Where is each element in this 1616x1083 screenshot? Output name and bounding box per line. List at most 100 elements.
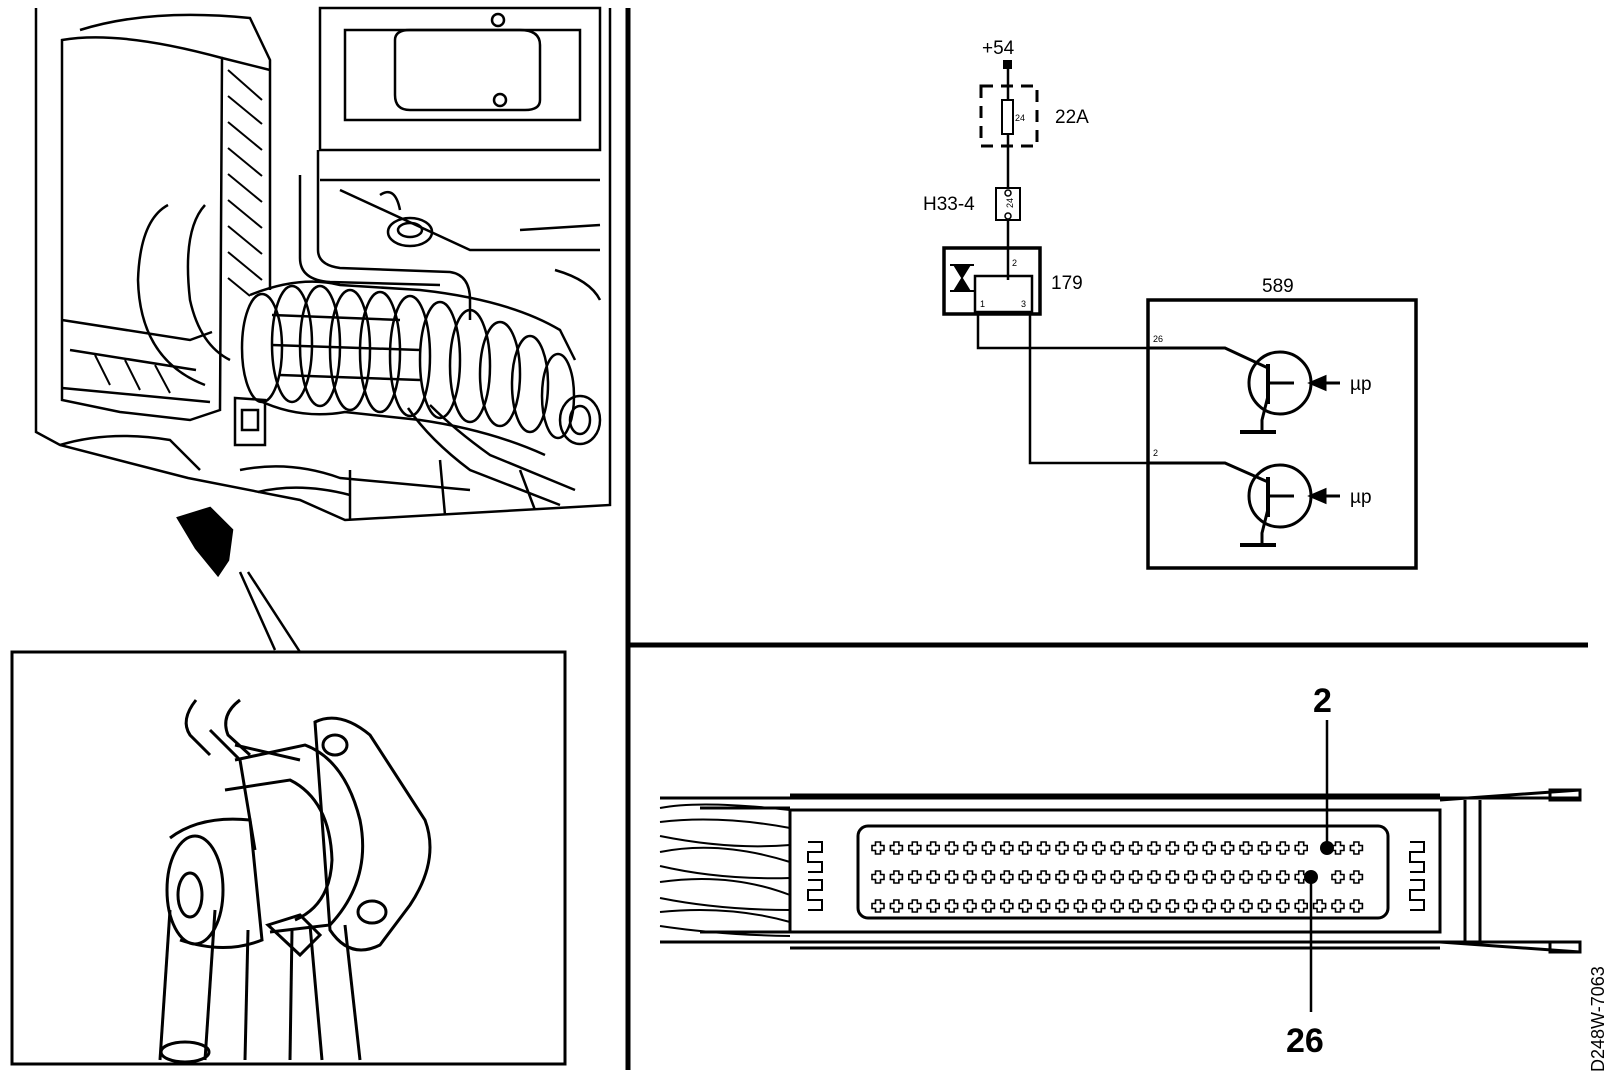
connector-pin-cavity: [1000, 870, 1014, 884]
connector-pin-cavity: [1000, 841, 1014, 855]
fuse-number: 24: [1015, 113, 1025, 123]
connector-pin-cavity: [1055, 841, 1069, 855]
connector-pin-cavity: [1294, 899, 1308, 913]
driver-1-label: µp: [1350, 374, 1372, 395]
connector-pin-cavity: [981, 899, 996, 913]
connector-pin-cavity: [889, 841, 904, 855]
connector-pin-cavity: [1312, 899, 1327, 913]
connector-pin-cavity: [1220, 841, 1235, 855]
connector-pin-cavity: [908, 870, 922, 884]
connector-pin-cavity: [1184, 870, 1198, 884]
connector-pin-cavity: [1110, 841, 1124, 855]
connector-pin-cavity: [926, 899, 940, 913]
hourglass-icon: [952, 264, 972, 292]
connector-pin-cavity: [1018, 870, 1032, 884]
connector-pin-cavity: [1128, 841, 1143, 855]
ecu-label: 589: [1262, 276, 1294, 297]
wire-bundle: [659, 803, 791, 937]
fuse-box: [979, 84, 1039, 148]
connector-pin-cavity: [1128, 899, 1143, 913]
connector-pin-cavity: [963, 899, 977, 913]
connector-pin-cavity: [1239, 870, 1253, 884]
ecu-pin-2: 2: [1153, 448, 1158, 458]
connector-pin-cavity: [944, 870, 959, 884]
connector-pin-cavity: [1257, 870, 1272, 884]
signal-wires: [976, 312, 1148, 465]
figure-code: D248W-7063: [1588, 966, 1608, 1072]
connector-pin-cavity: [963, 870, 977, 884]
relay-pin-3: 3: [1021, 299, 1026, 309]
connector-pin-cavity: [1036, 841, 1051, 855]
connector-pin-cavity: [889, 870, 904, 884]
connector-pin-cavity: [1184, 841, 1198, 855]
panel-dividers: [625, 8, 1588, 1070]
connector-pin-cavity: [1331, 899, 1345, 913]
intake-hose: [240, 280, 577, 457]
ecu-589-box: [1146, 298, 1418, 570]
connector-pin-cavity: [1110, 870, 1124, 884]
connector-pin-cavity: [926, 870, 940, 884]
pin-2-marker: [1320, 841, 1334, 855]
fuse-symbol: [1001, 99, 1014, 135]
ecu-connector-illustration: [659, 788, 1582, 954]
connector-pin-cavity: [1257, 899, 1272, 913]
pin-grid: [871, 841, 1364, 913]
connector-pin-cavity: [1220, 870, 1235, 884]
connector-pin-cavity: [1349, 870, 1364, 884]
connector-pin-cavity: [1202, 870, 1216, 884]
connector-pin-cavity: [1073, 899, 1088, 913]
connector-pin-cavity: [908, 899, 922, 913]
connector-pin-cavity: [1257, 841, 1272, 855]
connector-pin-cavity: [1092, 870, 1106, 884]
connector-pin-cavity: [1202, 899, 1216, 913]
connector-pin-cavity: [871, 899, 885, 913]
connector-pin-cavity: [1147, 841, 1161, 855]
connector-pin-cavity: [1073, 870, 1088, 884]
pin-26-marker: [1304, 870, 1318, 884]
connector-pin-cavity: [1092, 841, 1106, 855]
connector-pin: 24: [1005, 198, 1015, 208]
connector-pin-cavity: [1147, 899, 1161, 913]
connector-pin-cavity: [1294, 870, 1308, 884]
connector-pin-cavity: [981, 841, 996, 855]
connector-pin-cavity: [926, 841, 940, 855]
relay-pin-1: 1: [980, 299, 985, 309]
connector-pin-cavity: [1055, 899, 1069, 913]
relay-label: 179: [1051, 273, 1083, 294]
pin-top-label: 2: [1313, 682, 1332, 720]
connector-pin-cavity: [1073, 841, 1088, 855]
connector-pin-cavity: [1055, 870, 1069, 884]
connector-pin-cavity: [944, 899, 959, 913]
supply-terminal: [1003, 60, 1012, 69]
connector-pin-cavity: [1331, 870, 1345, 884]
connector-housing: [788, 808, 1442, 934]
connector-pin-cavity: [1128, 870, 1143, 884]
connector-pin-cavity: [1000, 899, 1014, 913]
connector-pin-cavity: [981, 870, 996, 884]
connector-pin-cavity: [908, 841, 922, 855]
connector-pin-cavity: [1147, 870, 1161, 884]
connector-pin-cavity: [1165, 870, 1180, 884]
connector-pin-cavity: [1165, 841, 1180, 855]
driver-2-label: µp: [1350, 487, 1372, 508]
relay-pin-2: 2: [1012, 258, 1017, 268]
engine-bay-illustration: [34, 6, 612, 522]
driver-transistor-1: [1148, 346, 1340, 434]
ecu-pin-26: 26: [1153, 334, 1163, 344]
driver-transistor-2: [1148, 461, 1340, 547]
connector-pin-cavity: [1349, 841, 1364, 855]
connector-pin-cavity: [1184, 899, 1198, 913]
fuse-rating: 22A: [1055, 107, 1089, 128]
relay-coil: [973, 274, 1034, 314]
wiring-schematic: +54 24 22A H33-4 24 2 1 3 179 589 26: [923, 38, 1418, 570]
sensor-detail-inset: [10, 650, 567, 1066]
connector-pin-cavity: [1202, 841, 1216, 855]
connector-pin-cavity: [1036, 899, 1051, 913]
connector-pin-cavity: [1276, 841, 1290, 855]
connector-pin-cavity: [944, 841, 959, 855]
connector-pin-cavity: [1110, 899, 1124, 913]
relay-179-box: [942, 246, 1042, 316]
connector-pin-cavity: [889, 899, 904, 913]
connector-pin-cavity: [871, 841, 885, 855]
